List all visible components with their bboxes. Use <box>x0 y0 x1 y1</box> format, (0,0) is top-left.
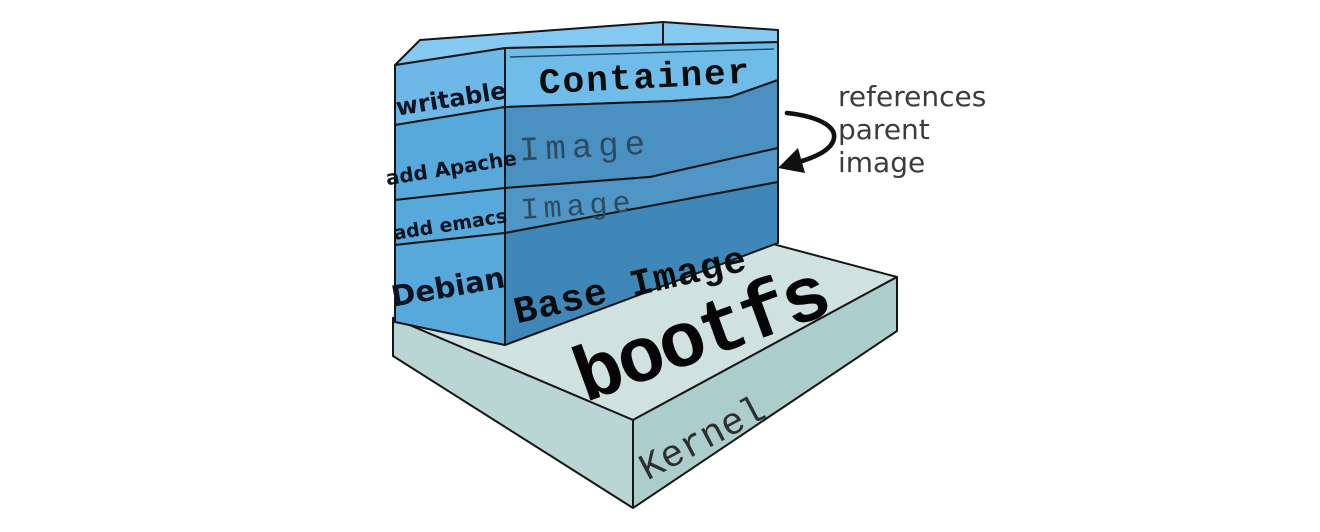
tray-inner-rim-line <box>509 48 775 58</box>
reference-arrowhead <box>778 148 805 173</box>
base-plate-right-face <box>632 276 898 509</box>
reference-arrow <box>784 110 837 165</box>
base-plate: bootfs Kernel <box>392 209 898 509</box>
annotation-line-1: references <box>838 80 986 113</box>
layer-image2-front-face <box>504 147 779 234</box>
annotation-line-3: image <box>838 146 925 179</box>
stack-top-face <box>394 21 779 66</box>
image2-label: Image <box>520 187 637 229</box>
image1-label: Image <box>518 127 652 172</box>
annotation-line-2: parent <box>838 113 930 146</box>
annotation-group: references parent image <box>778 80 986 179</box>
layer-base-image-front-face <box>504 181 779 346</box>
layer-stack: writable add Apache add emacs Debian Con… <box>384 21 779 346</box>
